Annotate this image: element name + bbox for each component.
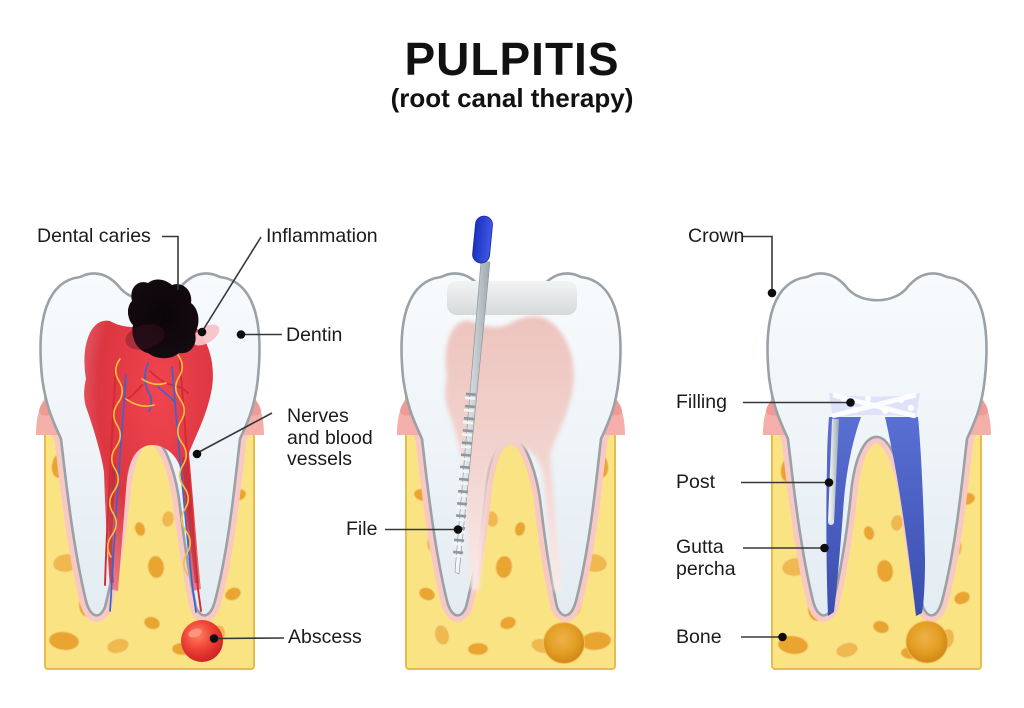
leader-dentin — [236, 330, 282, 339]
tooth-root-canal-cleaning — [396, 272, 626, 670]
label-inflammation: Inflammation — [266, 225, 378, 247]
filling-dots — [840, 395, 915, 415]
label-gutta-percha: Gutta percha — [676, 536, 736, 580]
leader-crown — [742, 235, 777, 298]
healed-bone-spot — [543, 622, 585, 664]
leader-post — [741, 478, 834, 487]
leader-inflammation — [197, 236, 262, 337]
header: PULPITIS (root canal therapy) — [0, 36, 1024, 112]
tooth-diseased — [35, 272, 265, 670]
access-cavity — [447, 281, 577, 315]
label-bone: Bone — [676, 626, 722, 648]
gutta-percha-right-canal — [885, 417, 925, 616]
abscess-highlight — [188, 628, 202, 638]
page-subtitle: (root canal therapy) — [390, 83, 634, 113]
label-abscess: Abscess — [288, 626, 362, 648]
leader-lines — [162, 235, 855, 643]
blood-vessels-blue — [109, 362, 197, 613]
label-filling: Filling — [676, 391, 727, 413]
label-dental-caries: Dental caries — [37, 225, 151, 247]
blood-vessels-red — [104, 360, 202, 612]
label-post: Post — [676, 471, 716, 493]
dental-caries-cavity — [127, 279, 199, 359]
post-tip — [828, 519, 834, 525]
file-threads-highlight — [452, 396, 475, 558]
leader-nerves — [192, 412, 273, 459]
leader-dental-caries — [162, 235, 179, 290]
leader-filling — [743, 398, 855, 407]
healed-bone-spot — [905, 620, 949, 664]
tooth-restored — [762, 272, 992, 670]
inflammation-highlight — [192, 324, 220, 346]
file-handle — [472, 215, 493, 264]
leader-bone — [741, 632, 787, 642]
page-title: PULPITIS — [404, 33, 620, 85]
leader-file — [385, 525, 463, 534]
post — [828, 419, 839, 523]
label-crown: Crown — [688, 225, 745, 247]
label-dentin: Dentin — [286, 324, 343, 346]
label-file: File — [346, 518, 378, 540]
leader-abscess — [209, 634, 285, 643]
label-nerves-and-blood-vessels: Nerves and blood vessels — [287, 405, 373, 470]
caries-maroon-tint — [125, 324, 165, 350]
leader-gutta-percha — [743, 543, 829, 553]
